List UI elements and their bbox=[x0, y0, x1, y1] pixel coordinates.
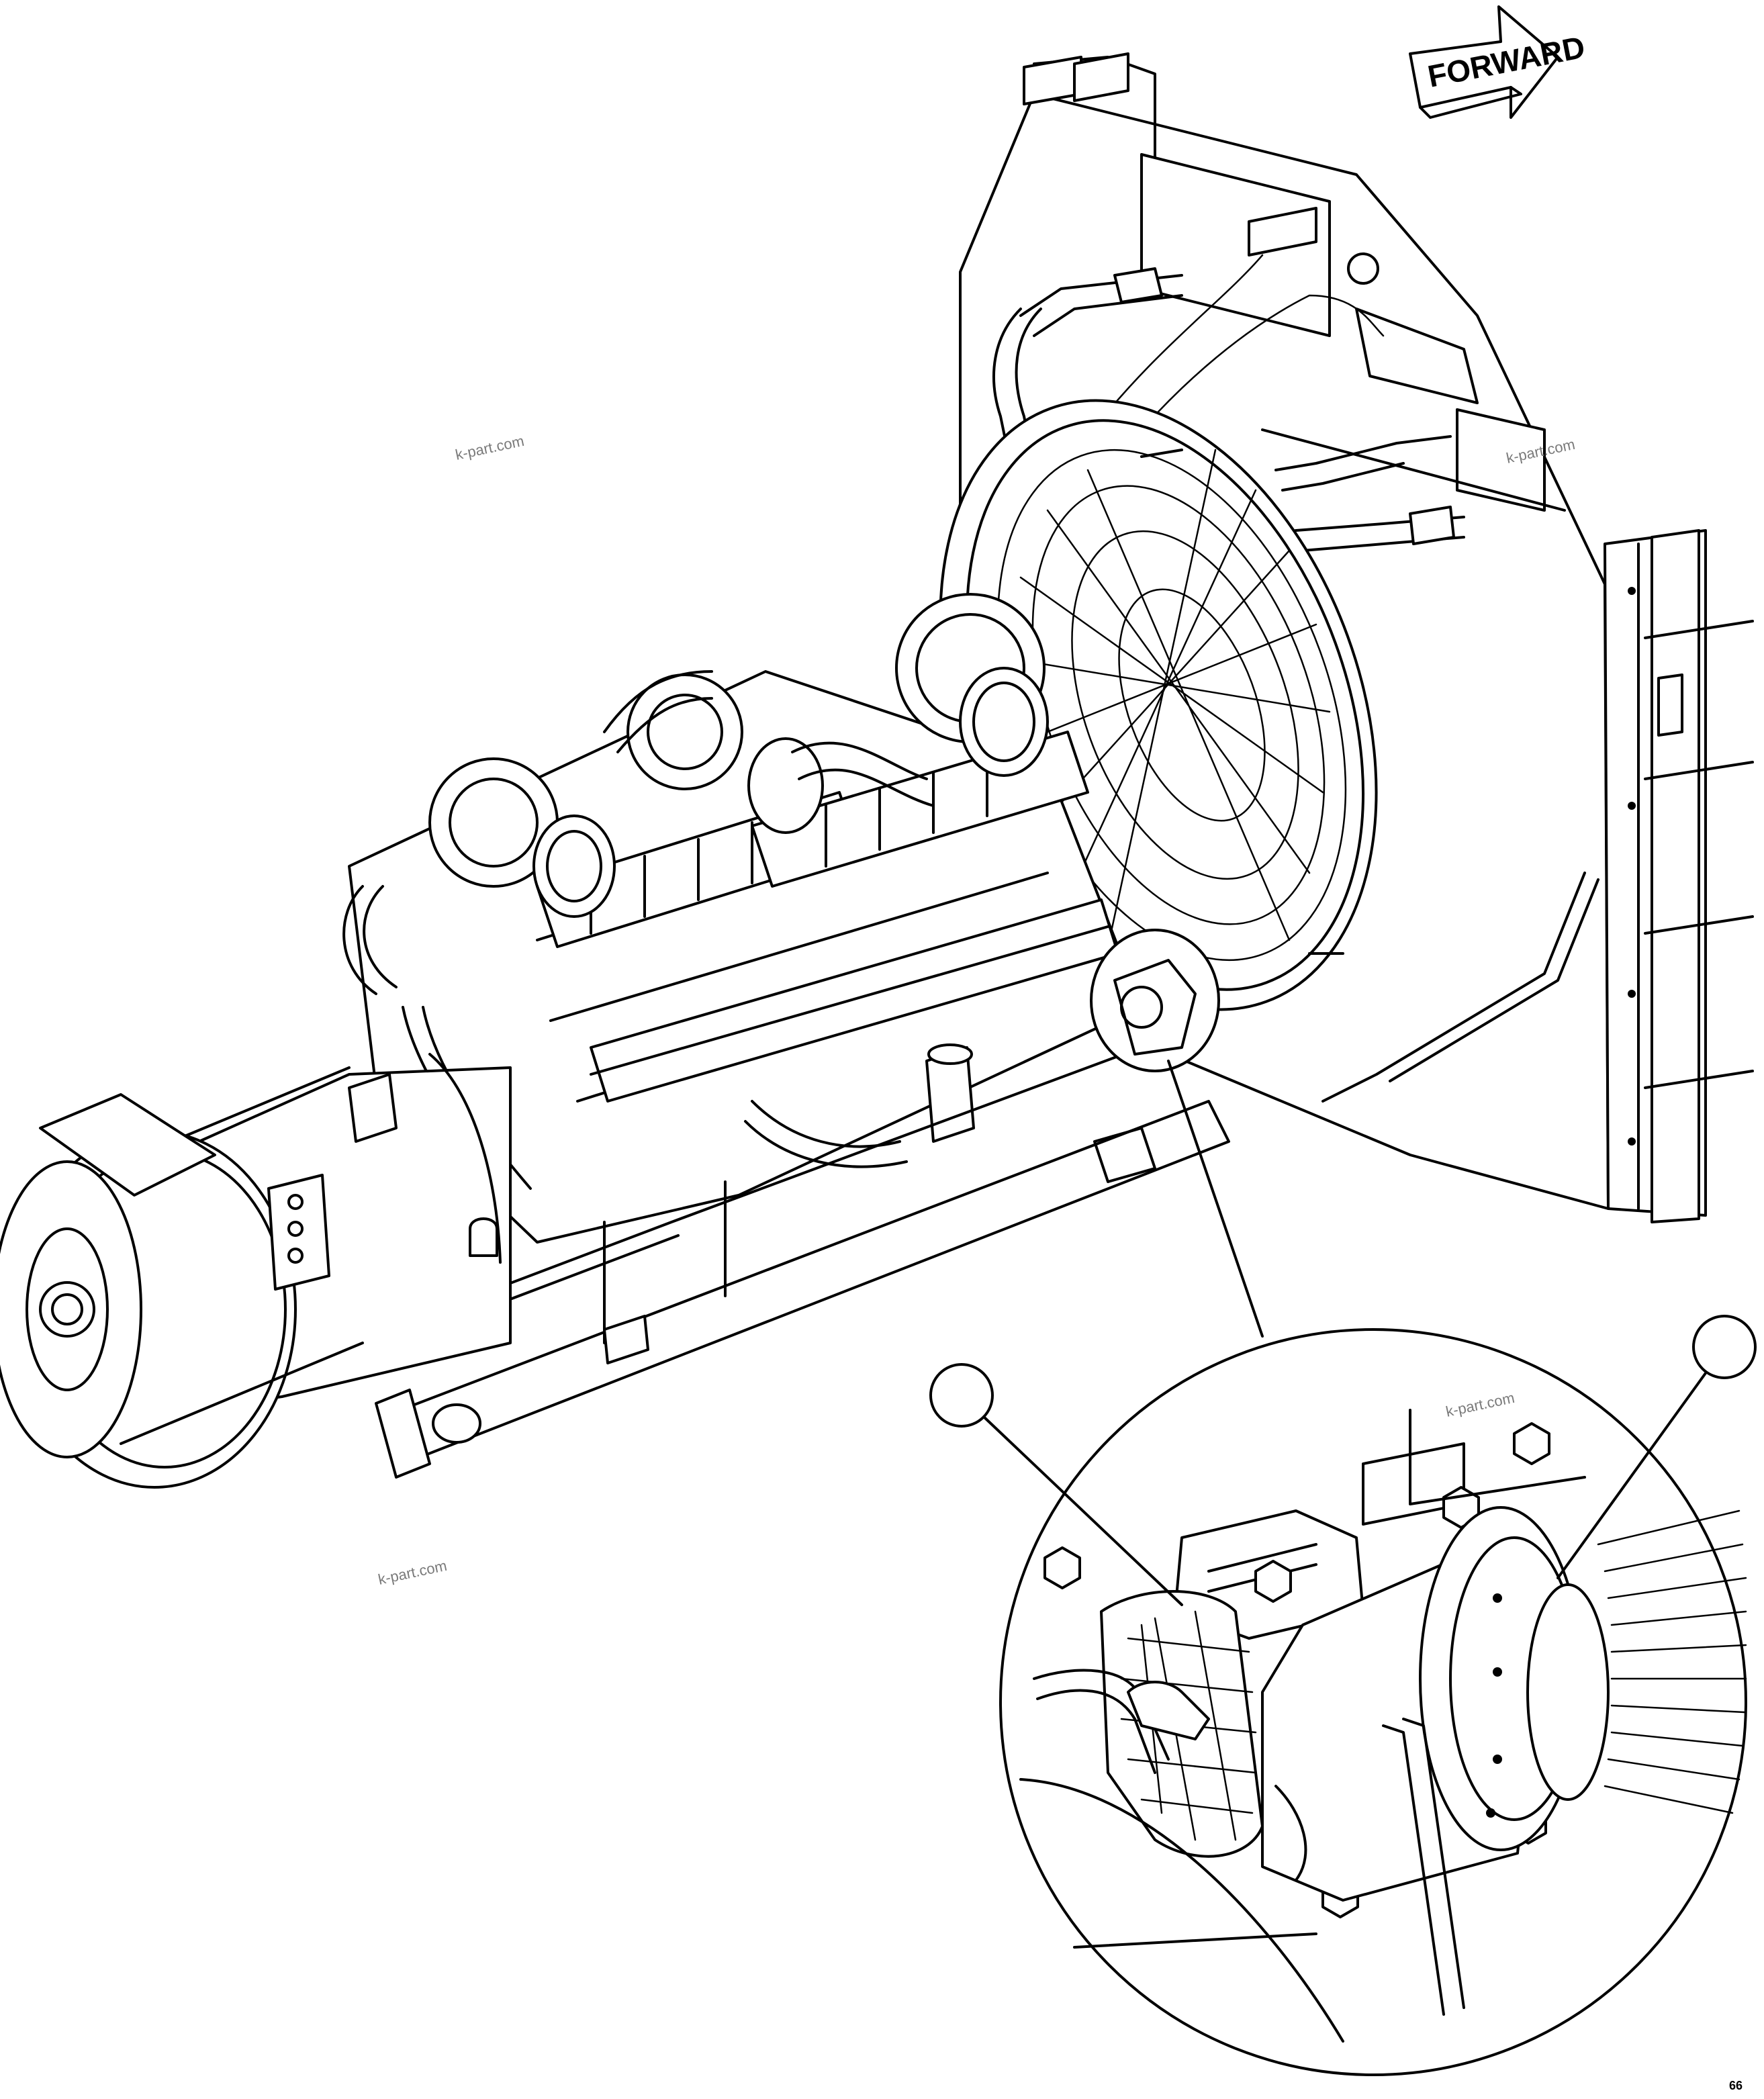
alternator-location-marker bbox=[1090, 929, 1264, 1338]
watermark: k-part.com bbox=[377, 1557, 449, 1588]
alternator-detail-view bbox=[999, 1328, 1747, 2076]
callout-1 bbox=[929, 1363, 1183, 1606]
forward-arrow-icon: FORWARD bbox=[1409, 5, 1587, 119]
watermark: k-part.com bbox=[454, 432, 526, 463]
engine-block bbox=[342, 593, 1143, 1244]
generator bbox=[0, 1053, 512, 1489]
callout-2 bbox=[1557, 1315, 1757, 1579]
figure-reference: 66 bbox=[1729, 2079, 1743, 2092]
